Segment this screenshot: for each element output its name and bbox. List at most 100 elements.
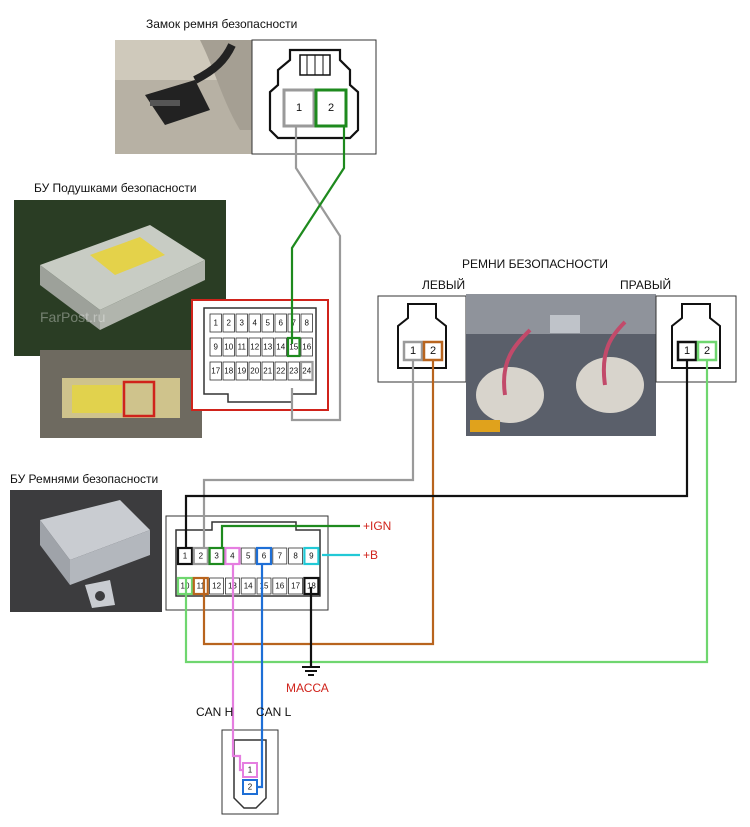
- belts-ecu-pin-9-label: 9: [309, 552, 314, 561]
- belts-ecu-pin-5: [240, 547, 256, 565]
- buckle-pin-2: [314, 88, 348, 128]
- buckle-photo: [115, 40, 252, 154]
- airbag-pin-5: [261, 313, 274, 333]
- wire-gray-left: [202, 360, 415, 548]
- wire-black-right: [184, 360, 689, 548]
- airbag-pin-3: [235, 313, 248, 333]
- airbag-ecu-photo-2: [40, 350, 202, 438]
- belts-ecu-pin-9: [303, 546, 320, 566]
- airbag-pin-11: [235, 337, 248, 357]
- airbag-pin-20: [248, 361, 261, 381]
- belts-ecu-pin-1-label: 1: [183, 552, 188, 561]
- airbag-pin-17: [209, 361, 222, 381]
- airbag-pin-23-label: 23: [289, 367, 298, 376]
- ign-label: +IGN: [363, 519, 391, 533]
- airbag-pin-9-label: 9: [214, 343, 219, 352]
- ground-label: МАССА: [286, 681, 329, 695]
- buckle-pin-1: [282, 88, 316, 128]
- right-belt-label: ПРАВЫЙ: [620, 277, 671, 292]
- ground-symbol: [302, 666, 320, 676]
- buckle-pin-2-label: 2: [328, 102, 334, 114]
- airbag-pin-6: [274, 313, 287, 333]
- airbag-pin-21-label: 21: [263, 367, 272, 376]
- left-belt-connector: 1 2: [377, 295, 467, 383]
- airbag-pin-13-label: 13: [263, 343, 272, 352]
- buckle-pin-1-label: 1: [296, 102, 302, 114]
- can-connector: 1 2: [221, 729, 279, 815]
- airbag-pin-10-label: 10: [224, 343, 233, 352]
- wire-green-buckle: [290, 127, 346, 344]
- airbag-pin-16: [300, 337, 313, 357]
- left-belt-label: ЛЕВЫЙ: [422, 277, 465, 292]
- belts-ecu-pin-8: [288, 547, 304, 565]
- b-label: +B: [363, 548, 378, 562]
- airbag-pin-22-label: 22: [276, 367, 285, 376]
- airbag-pin-2: [222, 313, 235, 333]
- belts-header: РЕМНИ БЕЗОПАСНОСТИ: [462, 257, 608, 271]
- airbag-pin-15: [286, 336, 301, 358]
- airbag-pin-18: [222, 361, 235, 381]
- airbag-pin-12: [248, 337, 261, 357]
- can-h-label: CAN H: [196, 705, 233, 719]
- belts-ecu-pin-2: [192, 546, 209, 566]
- left-belt-pin-1-label: 1: [410, 345, 416, 357]
- belts-ecu-pin-7: [272, 547, 288, 565]
- belts-ecu-pin-3: [208, 546, 225, 566]
- airbag-pin-24: [299, 360, 314, 382]
- airbag-pin-8: [300, 313, 313, 333]
- can-l-label: CAN L: [256, 705, 292, 719]
- belts-ecu-pin-3-label: 3: [214, 552, 219, 561]
- airbag-pin-2-label: 2: [227, 319, 232, 328]
- airbag-pin-23: [287, 361, 300, 381]
- belts-ecu-title: БУ Ремнями безопасности: [10, 472, 158, 486]
- airbag-pin-20-label: 20: [250, 367, 259, 376]
- airbag-pin-15-label: 15: [289, 343, 298, 352]
- belts-ecu-pin-2-label: 2: [199, 552, 204, 561]
- buckle-connector: 1 2: [251, 39, 377, 155]
- buckle-title: Замок ремня безопасности: [146, 17, 297, 31]
- belts-ecu-pin-14-label: 14: [244, 582, 253, 591]
- airbag-pin-8-label: 8: [305, 319, 310, 328]
- belts-ecu-pin-14: [240, 577, 256, 595]
- belts-ecu-pin-17: [288, 577, 304, 595]
- airbag-ecu-photo: FarPost.ru: [14, 200, 226, 356]
- belts-ecu-pin-6: [255, 546, 273, 566]
- belts-ecu-pin-12: [209, 577, 225, 595]
- airbag-pin-14-label: 14: [276, 343, 285, 352]
- airbag-pin-13: [261, 337, 274, 357]
- airbag-pin-9: [209, 337, 222, 357]
- wire-lightgreen-right: [184, 360, 709, 664]
- airbag-pin-4-label: 4: [253, 319, 258, 328]
- wires: [184, 127, 709, 789]
- airbag-pin-7-label: 7: [292, 319, 297, 328]
- airbag-pin-1: [209, 313, 222, 333]
- seat-belts-photo: [466, 294, 656, 436]
- airbag-pin-7: [287, 313, 300, 333]
- airbag-pin-14: [274, 337, 287, 357]
- right-belt-connector: 1 2: [655, 295, 737, 383]
- airbag-pin-1-label: 1: [214, 319, 219, 328]
- airbag-pin-22: [274, 361, 287, 381]
- belts-ecu-pin-12-label: 12: [212, 582, 221, 591]
- can-pin-2-label: 2: [248, 783, 253, 792]
- belts-ecu-pin-4-label: 4: [230, 552, 235, 561]
- can-pin-1-label: 1: [248, 766, 253, 775]
- wire-can-h: [231, 563, 243, 772]
- airbag-ecu-title: БУ Подушками безопасности: [34, 181, 197, 195]
- belts-ecu-pin-15: [256, 577, 272, 595]
- airbag-pin-10: [222, 337, 235, 357]
- wire-brown-left: [202, 360, 435, 646]
- airbag-pin-3-label: 3: [240, 319, 245, 328]
- wire-can-l: [257, 563, 264, 789]
- belts-ecu-pin-8-label: 8: [293, 552, 298, 561]
- airbag-pin-11-label: 11: [238, 343, 247, 352]
- belts-ecu-pin-15-label: 15: [260, 582, 269, 591]
- airbag-pin-17-label: 17: [211, 367, 220, 376]
- airbag-pin-19-label: 19: [237, 367, 246, 376]
- airbag-pin-24-label: 24: [302, 367, 311, 376]
- belts-ecu-pin-16-label: 16: [275, 582, 284, 591]
- airbag-pin-12-label: 12: [250, 343, 259, 352]
